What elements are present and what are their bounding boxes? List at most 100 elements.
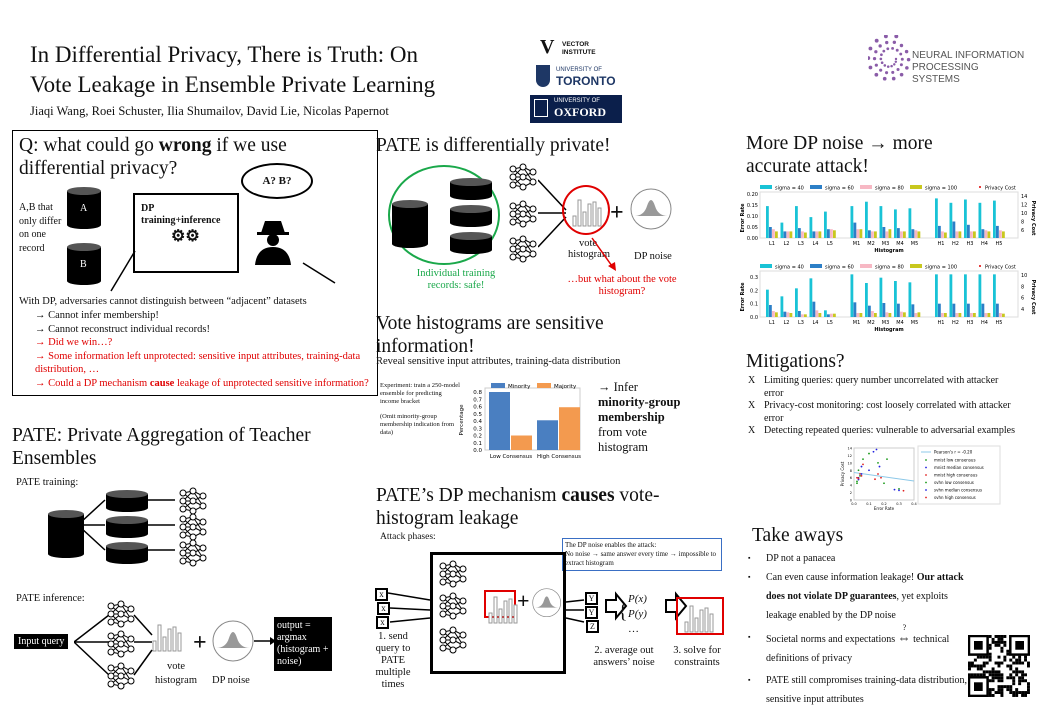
point: → Some information left unprotected: sen… — [35, 350, 361, 376]
qr-module — [994, 643, 998, 647]
qr-module — [968, 673, 971, 677]
legend-marker — [925, 459, 927, 461]
infer-part: from vote histogram — [598, 425, 648, 454]
gaussian-noise-icon — [532, 588, 562, 621]
point: → Could a DP mechanism cause leakage of … — [35, 377, 374, 391]
qr-module — [1000, 688, 1004, 692]
histogram-icon — [572, 197, 602, 232]
data-point — [860, 474, 863, 477]
qr-module — [1021, 694, 1025, 697]
bar — [941, 313, 944, 317]
bar — [993, 200, 996, 238]
qr-module — [973, 658, 977, 662]
data-point — [878, 465, 881, 468]
bar — [789, 313, 793, 317]
qr-module — [988, 691, 992, 694]
arrow — [591, 237, 616, 271]
logo-dot — [905, 66, 909, 70]
legend-marker — [925, 474, 927, 476]
safe-label: Individual training records: safe! — [416, 268, 496, 291]
qr-module — [1009, 673, 1013, 677]
poster-title: In Differential Privacy, There is Truth:… — [30, 40, 435, 100]
arrow — [254, 637, 276, 645]
item-part: technical definitions of privacy — [766, 634, 950, 664]
bar — [879, 277, 883, 317]
qr-module — [997, 676, 1001, 680]
bar — [903, 312, 906, 317]
y-axis-label: Error Rate — [740, 282, 746, 312]
bar — [952, 303, 956, 317]
x-tick-label: M1 — [853, 320, 861, 326]
oxford-logo: UNIVERSITY OF OXFORD — [530, 95, 622, 123]
x-axis-label: Histogram — [874, 248, 903, 254]
answer-y: Y — [585, 592, 598, 605]
logo-dot — [900, 57, 904, 61]
x-tick-label: H4 — [981, 241, 988, 247]
bar — [970, 231, 973, 238]
qr-module — [988, 646, 992, 650]
legend-label: Minority — [508, 384, 531, 390]
bar — [955, 231, 959, 238]
data-point — [874, 478, 876, 481]
bar — [775, 231, 778, 238]
y-axis-label: Percentage — [459, 404, 465, 436]
y-tick-label: 6 — [850, 476, 852, 480]
y-tick-label: 14 — [848, 447, 853, 451]
y2-tick-label: 8 — [1021, 284, 1024, 290]
y-tick-label: 0.3 — [750, 275, 758, 281]
qr-code[interactable] — [968, 635, 1030, 697]
x-tick-label: M5 — [911, 320, 919, 326]
y-tick-label: 0.4 — [473, 419, 482, 425]
database-icon — [106, 516, 148, 543]
y-tick-label: 8 — [850, 469, 852, 473]
bar — [984, 313, 988, 317]
qr-module — [997, 643, 1001, 647]
logo-dot — [885, 71, 889, 75]
qr-module — [976, 664, 980, 668]
y2-tick-label: 4 — [1021, 307, 1024, 313]
point: → Cannot infer membership! — [35, 310, 159, 321]
bar — [981, 229, 985, 238]
point: → Did we win…? — [35, 337, 113, 348]
legend-label: sigma = 100 — [925, 265, 957, 271]
noise-note: The DP noise enables the attack:No noise… — [562, 538, 722, 571]
bar — [809, 217, 813, 238]
qr-module — [970, 661, 974, 665]
y-tick-label: 4 — [850, 484, 853, 488]
qr-module — [979, 673, 983, 677]
legend-swatch — [537, 383, 551, 388]
database-icon — [106, 490, 148, 517]
vote-histogram-icon — [152, 622, 184, 657]
qr-module — [1018, 658, 1022, 662]
legend-marker — [925, 466, 927, 469]
qr-module — [1012, 676, 1016, 680]
bar — [789, 231, 793, 238]
bar — [897, 228, 900, 238]
y2-tick-label: 8 — [1021, 220, 1024, 226]
bar — [999, 230, 1002, 238]
y-tick-label: 0.10 — [747, 214, 758, 220]
x-tick-label: H2 — [952, 320, 959, 326]
bar — [914, 230, 918, 238]
bar — [871, 311, 874, 317]
section-title: Q: what could go wrong if we use differe… — [19, 134, 359, 180]
bar — [830, 313, 833, 317]
logo-dot — [878, 44, 882, 48]
qr-module — [979, 655, 983, 659]
qr-module — [1006, 652, 1010, 656]
recovered-histogram — [676, 597, 724, 635]
plus-icon: + — [610, 200, 624, 226]
logo-dot — [892, 40, 897, 45]
qr-module — [994, 661, 998, 665]
data-point — [877, 473, 879, 475]
legend-label: sigma = 40 — [775, 265, 804, 271]
qr-module — [1000, 679, 1004, 683]
item-text: Detecting repeated queries: vulnerable t… — [764, 425, 1015, 436]
neural-network-icon — [438, 560, 468, 593]
bar — [900, 231, 903, 238]
qr-module — [997, 691, 1001, 694]
takeaway-item: Can even cause information leakage! Our … — [748, 568, 978, 625]
qr-module — [982, 655, 986, 659]
gears-icon: ⚙⚙ — [171, 228, 200, 245]
